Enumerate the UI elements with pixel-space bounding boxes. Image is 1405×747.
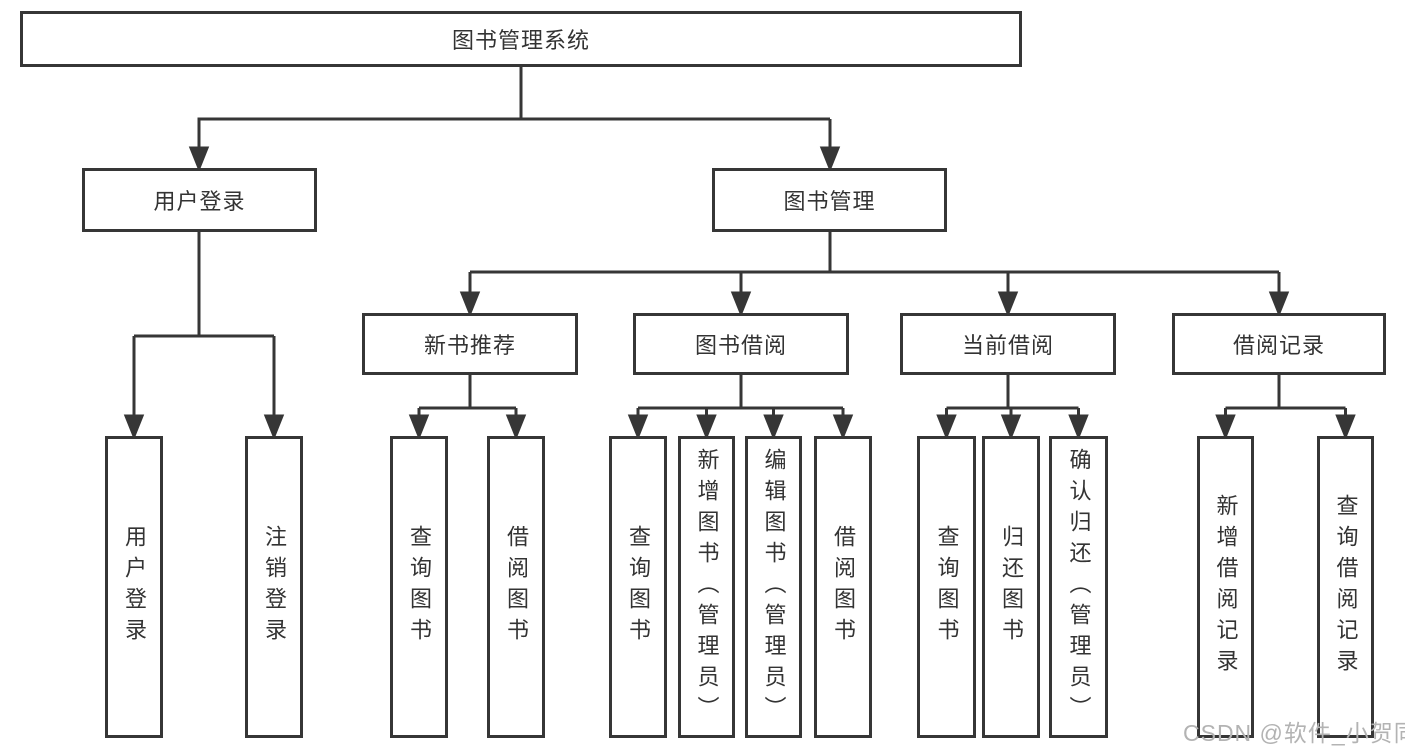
node-label: 归还图书 [999, 525, 1024, 649]
leaf-borrow-books-borrowing: 借阅图书 [814, 436, 872, 738]
arrow-head [188, 146, 210, 173]
node-label: 查询图书 [626, 525, 651, 649]
node-label: 确认归还（管理员） [1066, 447, 1092, 727]
node-borrow-records: 借阅记录 [1172, 313, 1386, 375]
arrow-head [1068, 414, 1089, 441]
leaf-borrow-books-recommend: 借阅图书 [487, 436, 545, 738]
arrow-head [997, 291, 1019, 318]
arrow-head [1215, 414, 1236, 441]
leaf-query-books-current: 查询图书 [917, 436, 976, 738]
node-label: 查询借阅记录 [1333, 494, 1359, 680]
leaf-add-books-admin: 新增图书（管理员） [678, 436, 735, 738]
node-label: 图书管理 [783, 189, 876, 214]
node-root-system: 图书管理系统 [20, 11, 1022, 67]
arrow-head [696, 414, 717, 441]
leaf-confirm-return-admin: 确认归还（管理员） [1049, 436, 1108, 738]
arrow-head [408, 414, 430, 441]
node-label: 新增借阅记录 [1213, 494, 1239, 680]
arrow-head [730, 291, 752, 318]
connector-root-to-level2 [188, 67, 841, 173]
leaf-query-borrow-record: 查询借阅记录 [1317, 436, 1374, 738]
leaf-logout: 注销登录 [245, 436, 303, 738]
node-label: 新书推荐 [423, 333, 516, 358]
arrow-head [505, 414, 527, 441]
node-label: 查询图书 [407, 525, 432, 649]
arrow-head [459, 291, 481, 318]
node-current-borrowing: 当前借阅 [900, 313, 1116, 375]
node-new-book-recommend: 新书推荐 [362, 313, 578, 375]
node-label: 查询图书 [934, 525, 960, 649]
node-label: 借阅图书 [831, 525, 856, 649]
connector-userlogin-to-leaves [123, 232, 285, 441]
node-label: 新增图书（管理员） [694, 447, 720, 727]
node-label: 注销登录 [262, 525, 287, 649]
leaf-query-books-recommend: 查询图书 [390, 436, 448, 738]
node-user-login: 用户登录 [82, 168, 317, 232]
arrow-head [123, 414, 145, 441]
connector-currentborrow-to-leaves [936, 375, 1089, 441]
node-label: 借阅记录 [1232, 333, 1325, 358]
arrow-head [627, 414, 649, 441]
node-label: 用户登录 [153, 189, 246, 214]
connector-bookmgmt-to-level3 [459, 232, 1290, 318]
leaf-edit-books-admin: 编辑图书（管理员） [745, 436, 802, 738]
leaf-add-borrow-record: 新增借阅记录 [1197, 436, 1254, 738]
arrow-head [1335, 414, 1356, 441]
connector-newbookrec-to-leaves [408, 375, 527, 441]
arrow-head [763, 414, 784, 441]
node-label: 借阅图书 [504, 525, 529, 649]
csdn-watermark: CSDN @软件_小贺同学 [1183, 720, 1405, 746]
leaf-user-login: 用户登录 [105, 436, 163, 738]
node-label: 当前借阅 [961, 333, 1054, 358]
connector-bookborrow-to-leaves [627, 375, 854, 441]
arrow-head [936, 414, 957, 441]
connector-borrowrecords-to-leaves [1215, 375, 1356, 441]
node-label: 图书借阅 [694, 333, 787, 358]
node-book-management: 图书管理 [712, 168, 947, 232]
node-label: 编辑图书（管理员） [761, 447, 787, 727]
arrow-head [1268, 291, 1290, 318]
leaf-query-books-borrowing: 查询图书 [609, 436, 667, 738]
node-book-borrowing: 图书借阅 [633, 313, 849, 375]
node-label: 用户登录 [122, 525, 147, 649]
arrow-head [263, 414, 285, 441]
arrow-head [1000, 414, 1022, 441]
node-label: 图书管理系统 [451, 28, 590, 53]
arrow-head [819, 146, 841, 173]
leaf-return-books: 归还图书 [982, 436, 1040, 738]
arrow-head [832, 414, 854, 441]
